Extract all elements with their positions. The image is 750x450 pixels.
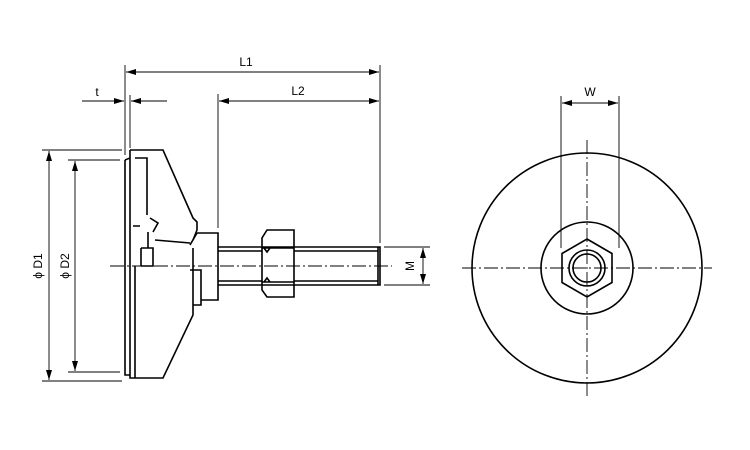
hex-base — [189, 232, 219, 306]
side-view: L1 L2 t ϕ D1 ϕ D2 M — [31, 55, 430, 382]
label-t: t — [95, 85, 99, 99]
base-plate — [124, 149, 198, 379]
label-L2: L2 — [291, 84, 305, 98]
label-W: W — [584, 85, 596, 99]
label-D2: ϕ D2 — [58, 253, 72, 279]
front-view: W — [462, 85, 712, 398]
label-L1: L1 — [239, 55, 253, 69]
label-M: M — [403, 261, 417, 271]
lock-nut — [261, 229, 295, 298]
swivel-joint — [133, 217, 193, 378]
label-D1: ϕ D1 — [31, 253, 45, 279]
